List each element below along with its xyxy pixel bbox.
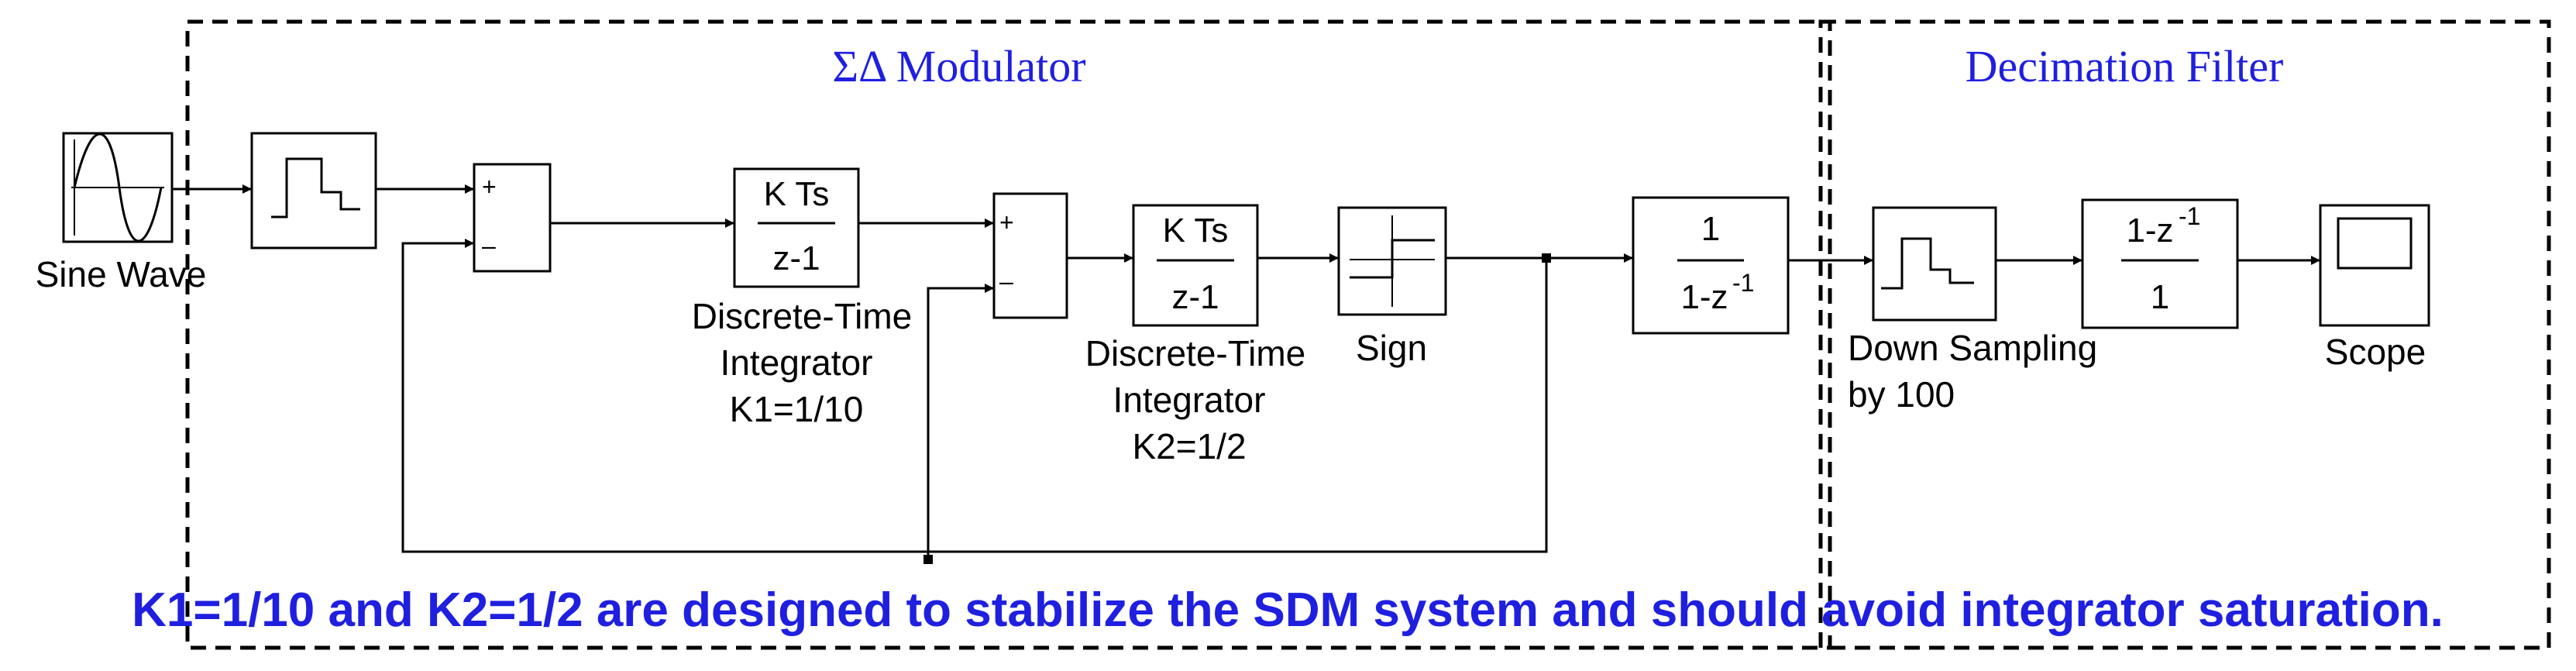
integrator1-label-line1: Discrete-Time (692, 296, 913, 336)
sine-wave-label: Sine Wave (36, 254, 207, 294)
modulator-boundary (185, 19, 1832, 650)
differentiator-numerator: 1-z (2126, 212, 2173, 249)
down-sampling-block[interactable] (1872, 206, 1997, 322)
integrator2-denominator: z-1 (1171, 278, 1219, 316)
branch-point (923, 555, 933, 564)
integrator1-block[interactable]: K Ts z-1 (733, 167, 860, 288)
down-sampling-label-line2: by 100 (1848, 374, 1955, 415)
sum1-plus-sign: + (482, 173, 497, 201)
integrator2-label-line2: Integrator (1113, 380, 1266, 420)
scope-label: Scope (2325, 332, 2426, 372)
sum1-minus-sign: – (482, 232, 496, 260)
down-sampling-label-line1: Down Sampling (1848, 328, 2097, 368)
differentiator-exponent: -1 (2179, 202, 2200, 230)
zero-order-hold-block[interactable] (250, 132, 377, 249)
integrator2-label-line1: Discrete-Time (1085, 333, 1306, 373)
sum2-minus-sign: – (999, 267, 1013, 295)
differentiator-denominator: 1 (2151, 278, 2169, 316)
sine-wave-icon (73, 132, 163, 243)
integrator1-numerator: K Ts (764, 175, 830, 213)
staircase-icon (1881, 237, 1974, 290)
sign-function-icon (1350, 239, 1435, 279)
integrator2-numerator: K Ts (1163, 212, 1229, 249)
decimation-boundary (1818, 19, 2551, 650)
decimation-title: Decimation Filter (1966, 41, 2284, 91)
integrator2-block[interactable]: K Ts z-1 (1132, 204, 1259, 327)
sine-wave-block[interactable] (62, 132, 174, 243)
modulator-title: ΣΔ Modulator (832, 41, 1085, 91)
sum2-plus-sign: + (999, 208, 1014, 236)
integrator1-denominator: z-1 (772, 239, 820, 277)
scope-screen-icon (2337, 217, 2413, 270)
sign-label: Sign (1356, 328, 1427, 368)
accumulator-numerator: 1 (1701, 210, 1720, 248)
differentiator-block[interactable]: 1-z -1 1 (2081, 198, 2239, 329)
accumulator-block[interactable]: 1 1-z -1 (1632, 196, 1790, 335)
accumulator-denominator: 1-z (1680, 278, 1728, 316)
sum1-block[interactable]: + – (473, 163, 552, 273)
integrator2-label-line3: K2=1/2 (1132, 426, 1246, 466)
branch-point (1542, 253, 1551, 263)
staircase-icon (271, 157, 360, 219)
integrator1-label-line3: K1=1/10 (730, 389, 864, 429)
scope-block[interactable] (2319, 204, 2430, 327)
integrator1-label-line2: Integrator (721, 342, 873, 383)
design-note: K1=1/10 and K2=1/2 are designed to stabi… (132, 583, 2444, 637)
sign-block[interactable] (1337, 206, 1447, 316)
accumulator-exponent: -1 (1732, 269, 1754, 297)
signal-wires (172, 184, 2320, 564)
sum2-block[interactable]: + – (992, 192, 1068, 319)
